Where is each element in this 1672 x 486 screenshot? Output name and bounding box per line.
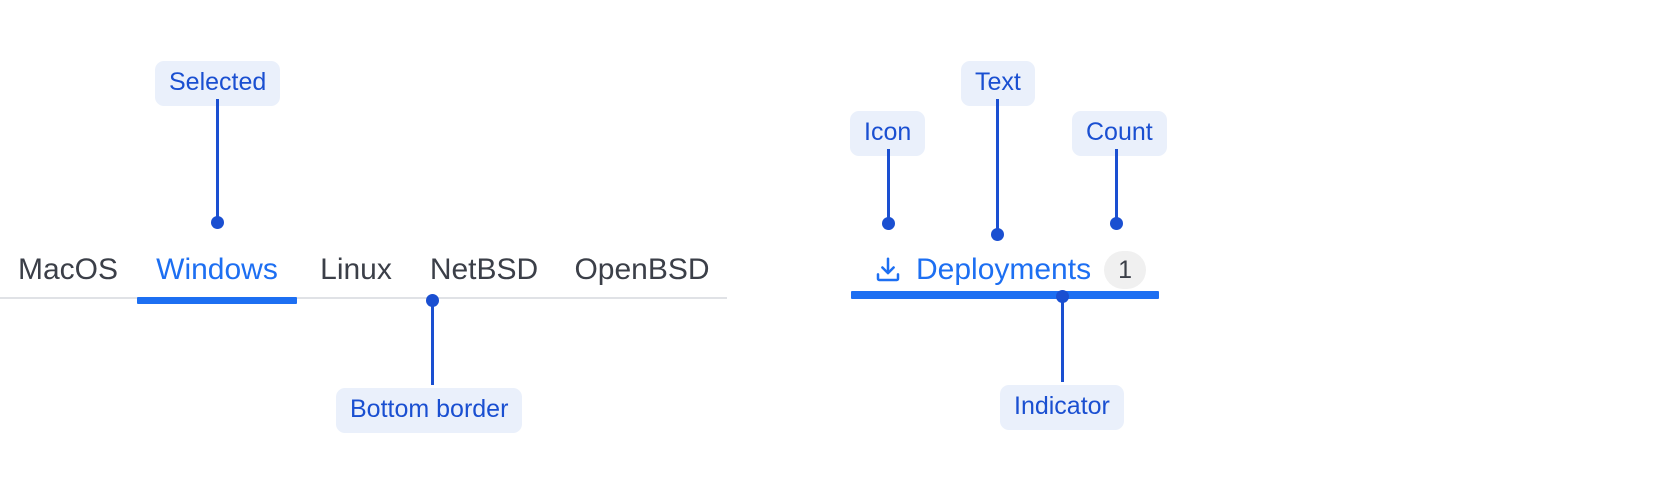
deployments-indicator bbox=[851, 291, 1159, 299]
callout-count: Count bbox=[1072, 111, 1167, 156]
callout-text: Text bbox=[961, 61, 1035, 106]
leader-line-selected bbox=[216, 99, 219, 222]
tab-deployments[interactable]: Deployments 1 bbox=[851, 243, 1147, 297]
leader-dot-text bbox=[991, 228, 1004, 241]
deployments-count-badge: 1 bbox=[1104, 251, 1147, 289]
tab-netbsd[interactable]: NetBSD bbox=[429, 253, 539, 286]
leader-line-text bbox=[996, 99, 999, 233]
tabgroup-os: MacOS Windows Linux NetBSD OpenBSD bbox=[0, 243, 727, 299]
callout-selected: Selected bbox=[155, 61, 281, 106]
deployments-label: Deployments bbox=[916, 253, 1092, 286]
leader-line-icon bbox=[887, 149, 890, 221]
tab-linux[interactable]: Linux bbox=[320, 253, 392, 286]
leader-line-bottom-border bbox=[431, 300, 434, 385]
tabgroup-deployments: Deployments 1 bbox=[851, 243, 1159, 299]
download-icon bbox=[876, 257, 900, 282]
tab-macos[interactable]: MacOS bbox=[17, 253, 119, 286]
tab-windows-underline bbox=[137, 297, 297, 304]
callout-icon: Icon bbox=[850, 111, 926, 156]
callout-bottom-border: Bottom border bbox=[336, 388, 523, 433]
tab-windows[interactable]: Windows bbox=[156, 253, 278, 286]
leader-line-count bbox=[1115, 149, 1118, 221]
leader-line-indicator bbox=[1061, 296, 1064, 382]
callout-indicator: Indicator bbox=[1000, 385, 1124, 430]
leader-dot-count bbox=[1110, 217, 1123, 230]
tab-openbsd[interactable]: OpenBSD bbox=[574, 253, 710, 286]
leader-dot-icon bbox=[882, 217, 895, 230]
leader-dot-selected bbox=[211, 216, 224, 229]
